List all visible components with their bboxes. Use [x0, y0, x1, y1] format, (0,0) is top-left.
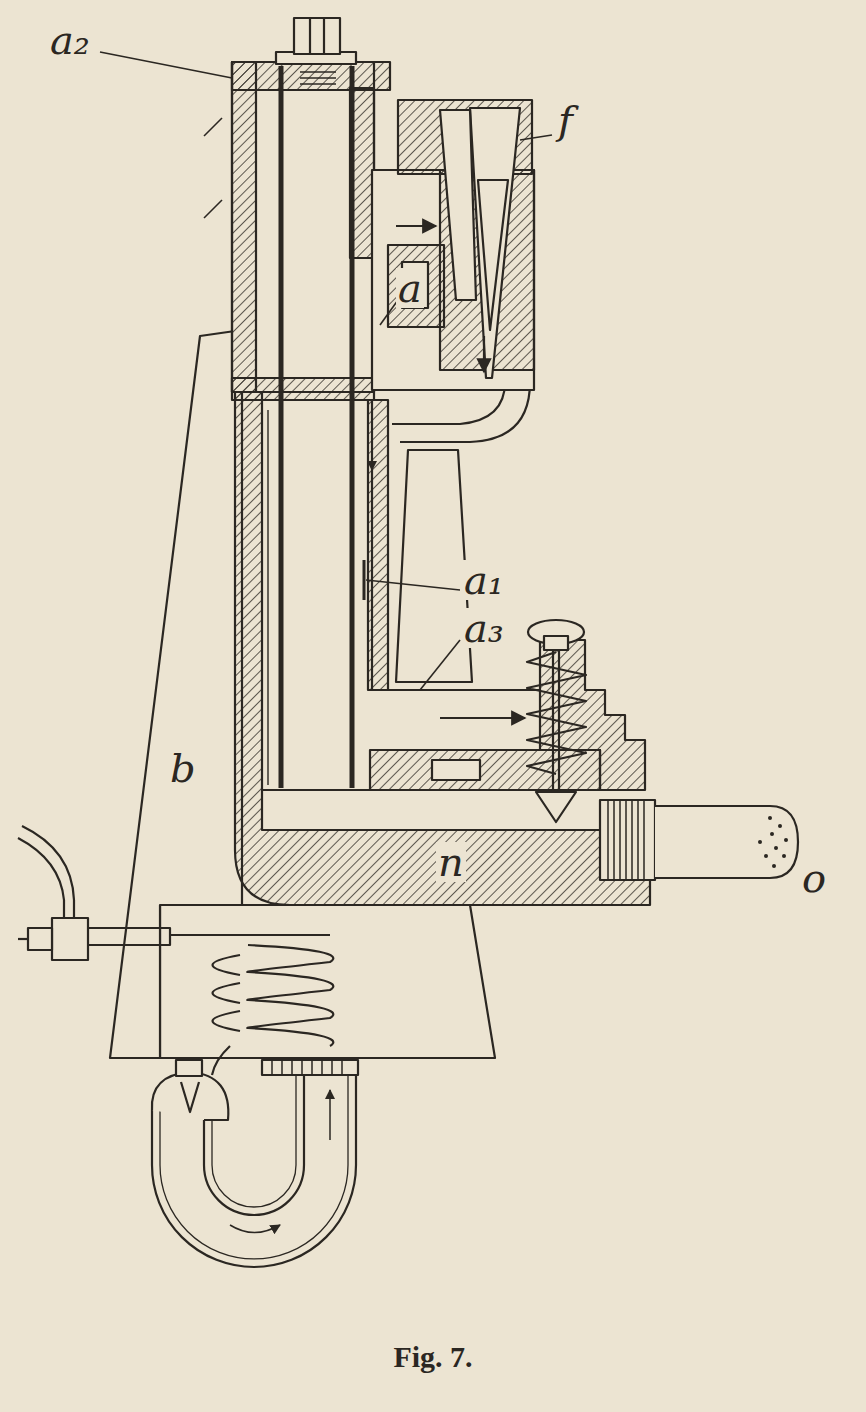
lower-body [235, 392, 650, 905]
burner-tube [230, 1225, 280, 1233]
lower-body [370, 750, 600, 790]
lower-body [235, 392, 650, 905]
base-block [160, 905, 495, 1058]
heater-coil [18, 826, 333, 1075]
flow-arrow [440, 717, 525, 719]
outlet-nozzle [774, 846, 778, 850]
spring-valve [527, 620, 586, 822]
outlet-nozzle [782, 854, 786, 858]
heater-coil [170, 934, 330, 936]
heater-coil [22, 826, 74, 918]
central-tube [279, 66, 284, 788]
leader-line [204, 200, 222, 218]
heater-coil [18, 838, 64, 918]
heater-coil [247, 945, 333, 1046]
nozzle-block [372, 100, 534, 390]
top-nut [300, 77, 336, 79]
outlet-nozzle [758, 816, 788, 868]
part-letter: a₂ [48, 20, 92, 60]
nozzle-block [396, 225, 436, 227]
upper-housing [232, 62, 390, 400]
top-nut [323, 18, 325, 54]
top-nut [300, 71, 336, 73]
lower-body [388, 689, 540, 691]
leader-line [520, 135, 552, 140]
burner-tube [272, 1060, 342, 1075]
outlet-nozzle [768, 816, 772, 820]
nozzle-block [388, 245, 444, 327]
lower-body [540, 640, 645, 790]
part-letter: b [168, 748, 198, 788]
outlet-nozzle [772, 864, 776, 868]
leader-line [366, 580, 460, 590]
outlet-nozzle [784, 838, 788, 842]
burner-tube [152, 1072, 228, 1120]
part-letter: a [396, 268, 424, 308]
outlet-nozzle [608, 800, 644, 880]
part-letter: a₃ [462, 608, 506, 648]
leader-line [100, 52, 232, 78]
lower-body [432, 760, 480, 780]
leader-line [204, 118, 222, 136]
lower-body [262, 789, 370, 791]
flow-arrow [371, 440, 373, 470]
top-nut [276, 18, 356, 84]
outlet-nozzle [770, 832, 774, 836]
burner-tube [181, 1082, 199, 1112]
outlet-nozzle [778, 824, 782, 828]
outlet-nozzle [600, 800, 655, 880]
top-nut [300, 83, 336, 85]
burner-tube [176, 1060, 202, 1076]
heater-coil [28, 928, 52, 950]
part-letter: a₁ [462, 560, 506, 600]
top-nut [294, 18, 340, 54]
outlet-nozzle [758, 840, 762, 844]
part-letter: f [556, 100, 575, 140]
outlet-nozzle [655, 806, 798, 878]
figure-caption: Fig. 7. [393, 1340, 472, 1373]
flow-arrow [372, 440, 525, 718]
conical-insert [396, 450, 472, 682]
burner-tube [262, 1060, 358, 1075]
burner-tube [329, 1090, 331, 1140]
leader-line [100, 52, 552, 690]
conical-insert [392, 382, 530, 682]
spring-valve [527, 652, 586, 774]
top-nut [309, 18, 311, 54]
spring-valve [536, 792, 576, 822]
central-tube [268, 66, 364, 788]
part-letter: n [436, 842, 466, 882]
upper-housing [232, 62, 390, 90]
outlet-nozzle [764, 854, 768, 858]
heater-coil [212, 1046, 230, 1075]
central-tube [267, 410, 268, 785]
outlet-nozzle [600, 800, 798, 880]
nozzle-block [483, 336, 485, 372]
upper-housing [232, 62, 256, 392]
central-tube [350, 66, 355, 788]
heater-coil [88, 928, 170, 945]
nozzle-block [470, 108, 520, 378]
burner-tube [160, 1075, 348, 1259]
spring-valve [558, 650, 560, 795]
lower-body [368, 400, 388, 690]
stand [110, 330, 242, 1058]
stand [110, 330, 242, 1058]
heater-coil [18, 938, 28, 940]
nozzle-block [478, 180, 508, 330]
leader-line [420, 640, 460, 690]
heater-coil [52, 918, 88, 960]
central-tube [363, 560, 366, 600]
burner-tube [152, 1060, 358, 1267]
part-letter: o [800, 858, 828, 898]
spring-valve [544, 636, 568, 650]
nozzle-block [440, 110, 476, 300]
apparatus-illustration [18, 18, 798, 1267]
heater-coil [213, 955, 241, 1031]
base-block [160, 905, 495, 1058]
